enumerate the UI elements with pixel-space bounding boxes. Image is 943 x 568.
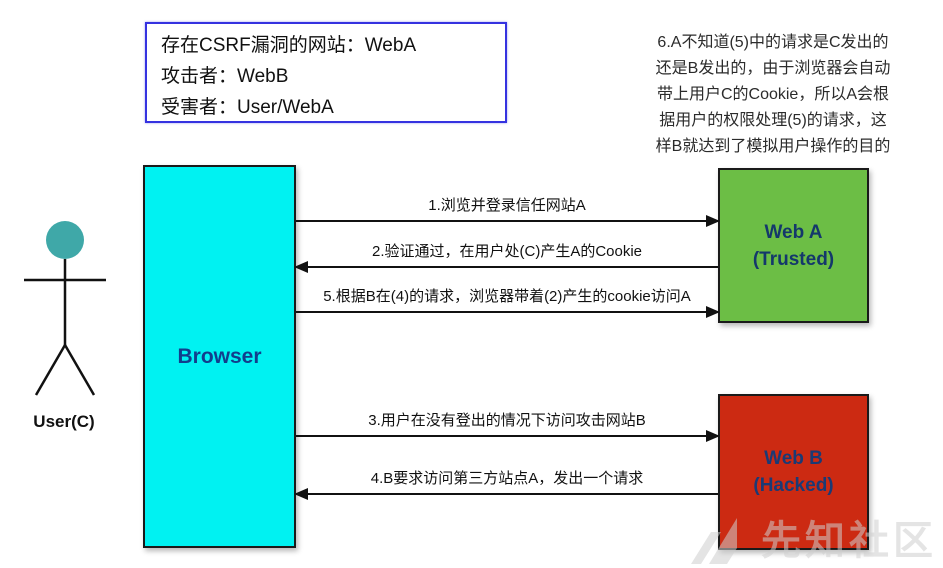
user-stick-figure-icon bbox=[24, 221, 106, 396]
arrow-step-5: 5.根据B在(4)的请求，浏览器带着(2)产生的cookie访问A bbox=[296, 286, 720, 318]
arrow-step-2: 2.验证通过，在用户处(C)产生A的Cookie bbox=[294, 241, 718, 273]
arrow-step-3-label: 3.用户在没有登出的情况下访问攻击网站B bbox=[368, 412, 646, 429]
stick-figure-right-leg bbox=[63, 344, 96, 396]
legend-line-vulnerable-site: 存在CSRF漏洞的网站：WebA bbox=[161, 35, 417, 56]
arrow-step-2-label: 2.验证通过，在用户处(C)产生A的Cookie bbox=[371, 243, 643, 260]
arrow-step-4: 4.B要求访问第三方站点A，发出一个请求 bbox=[294, 468, 718, 500]
arrow-step-4-label: 4.B要求访问第三方站点A，发出一个请求 bbox=[370, 470, 644, 487]
web-a-subtitle: (Trusted) bbox=[752, 248, 835, 270]
legend-line-attacker: 攻击者：WebB bbox=[161, 66, 289, 87]
web-a-box: Web A (Trusted) bbox=[718, 168, 869, 323]
legend-box: 存在CSRF漏洞的网站：WebA 攻击者：WebB 受害者：User/WebA bbox=[145, 22, 507, 123]
user-label: User(C) bbox=[33, 412, 95, 431]
arrow-right-icon bbox=[296, 430, 720, 442]
arrow-step-5-label: 5.根据B在(4)的请求，浏览器带着(2)产生的cookie访问A bbox=[323, 288, 691, 305]
arrow-left-icon bbox=[294, 488, 718, 500]
legend-line-victim: 受害者：User/WebA bbox=[161, 97, 334, 118]
arrow-step-1: 1.浏览并登录信任网站A bbox=[296, 195, 720, 227]
web-b-box: Web B (Hacked) bbox=[718, 394, 869, 550]
arrow-step-3: 3.用户在没有登出的情况下访问攻击网站B bbox=[296, 410, 720, 442]
stick-figure-left-leg bbox=[34, 344, 67, 396]
web-b-subtitle: (Hacked) bbox=[753, 475, 834, 496]
web-b-title: Web B bbox=[764, 448, 823, 469]
arrow-left-icon bbox=[294, 261, 718, 273]
arrow-right-icon bbox=[296, 306, 720, 318]
web-a-title: Web A bbox=[764, 221, 823, 243]
browser-label: Browser bbox=[177, 344, 262, 368]
step-6-note: 6.A不知道(5)中的请求是C发出的 还是B发出的，由于浏览器会自动 带上用户C… bbox=[655, 34, 891, 155]
arrow-step-1-label: 1.浏览并登录信任网站A bbox=[428, 197, 586, 214]
arrow-right-icon bbox=[296, 215, 720, 227]
browser-box: Browser bbox=[143, 165, 296, 548]
stick-figure-head bbox=[46, 221, 84, 259]
